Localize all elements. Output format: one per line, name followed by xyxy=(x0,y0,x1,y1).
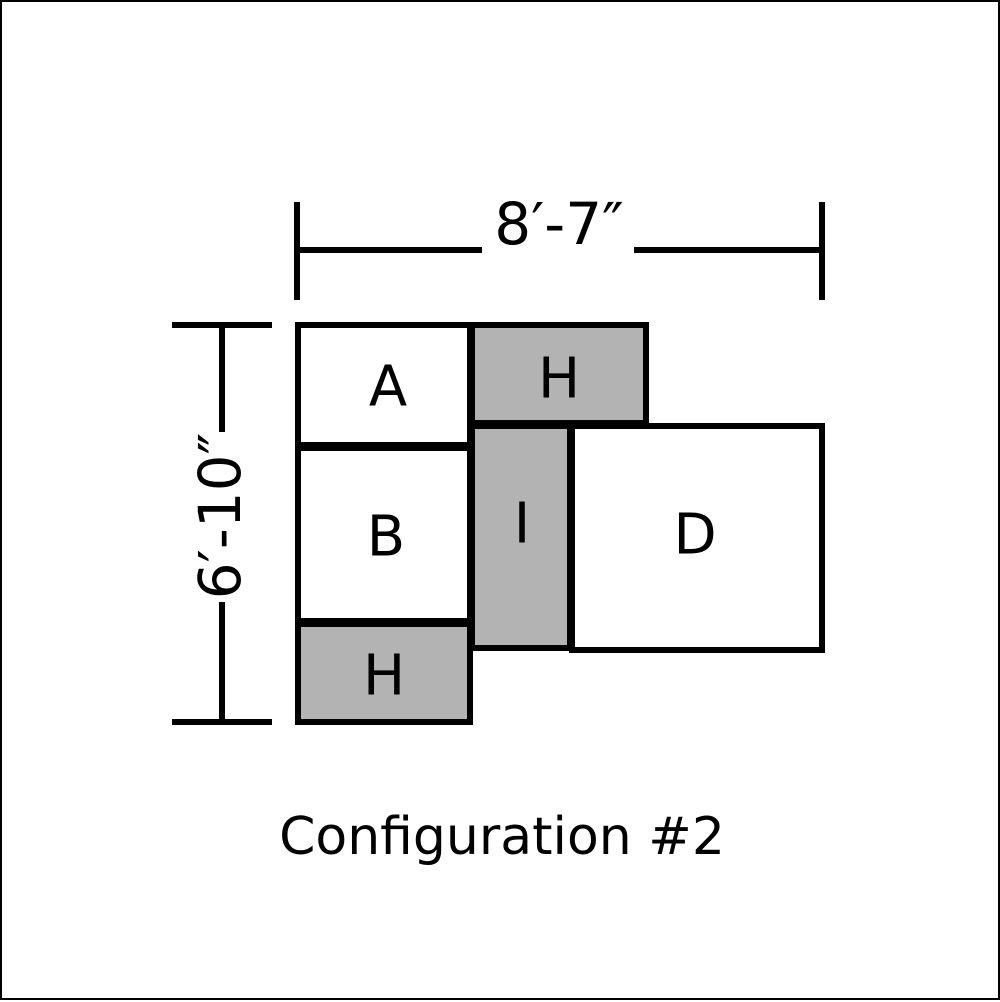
piece-i-label: I xyxy=(514,492,531,557)
piece-h-top-rect xyxy=(469,322,649,426)
height-dimension: 6′-10″ xyxy=(172,322,272,725)
piece-a: A xyxy=(295,322,473,448)
piece-h-bottom-rect xyxy=(295,621,473,725)
piece-i-rect xyxy=(469,423,573,651)
width-dimension-label: 8′-7″ xyxy=(494,190,624,258)
piece-h-bottom-label: H xyxy=(363,644,405,709)
piece-b-rect xyxy=(295,445,473,624)
piece-a-label: A xyxy=(369,355,407,420)
piece-b: B xyxy=(295,445,473,624)
width-dimension: 8′-7″ xyxy=(294,190,825,300)
piece-i: I xyxy=(469,423,573,651)
piece-h-top-label: H xyxy=(538,347,580,412)
piece-b-label: B xyxy=(367,505,405,570)
piece-d-rect xyxy=(569,423,825,653)
height-dimension-label: 6′-10″ xyxy=(186,433,254,599)
piece-d-label: D xyxy=(673,503,716,568)
piece-d: D xyxy=(569,423,825,653)
piece-h-bottom: H xyxy=(295,621,473,725)
diagram-caption: Configuration #2 xyxy=(279,807,725,867)
piece-h-top: H xyxy=(469,322,649,426)
